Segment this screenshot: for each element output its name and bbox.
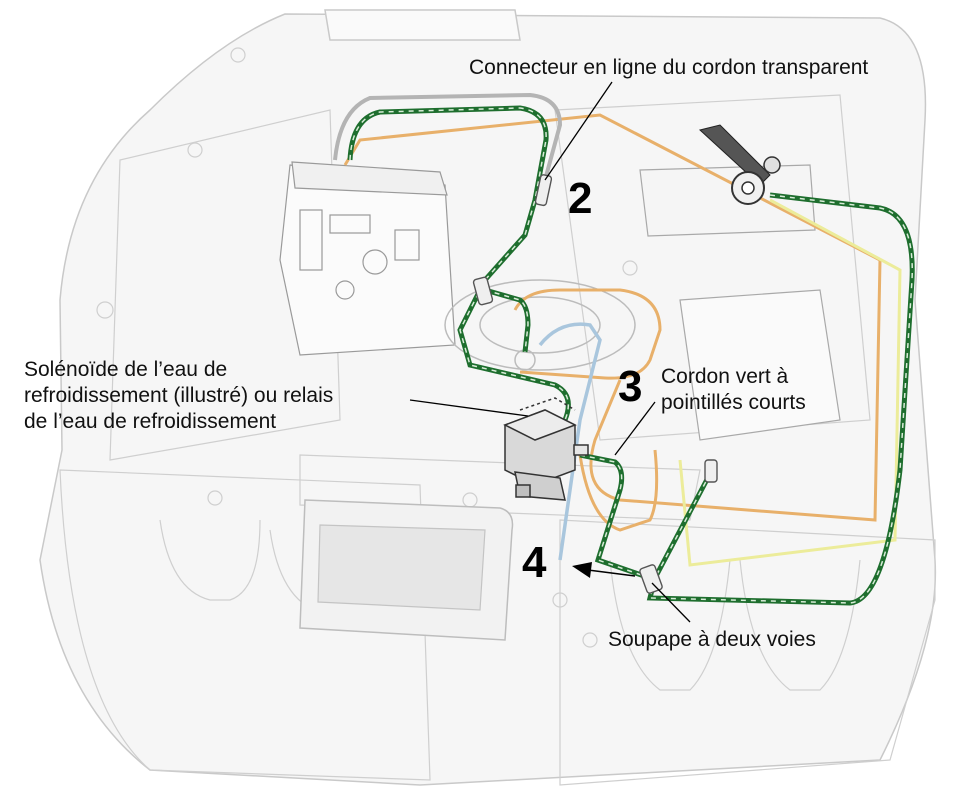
leader-lines (409, 81, 691, 623)
flow-meter (698, 124, 781, 205)
tee-fittings (472, 276, 718, 594)
valve-arrow (572, 562, 636, 578)
green-cord (347, 105, 915, 606)
solenoid-label-line2: refroidissement (illustré) ou relais (24, 384, 334, 407)
display-window (299, 499, 514, 641)
connector-label: Connecteur en ligne du cordon transparen… (469, 56, 869, 79)
step-number-3: 3 (618, 362, 643, 411)
green-cord-label-line2: pointillés courts (661, 391, 806, 414)
solenoid-label-line3: de l’eau de refroidissement (24, 410, 277, 433)
step-number-4: 4 (522, 538, 547, 587)
valve-label: Soupape à deux voies (608, 628, 816, 651)
blue-tube (538, 322, 602, 561)
inline-connector (534, 174, 553, 207)
yellow-tube (678, 198, 902, 567)
circuit-board (279, 161, 456, 356)
clear-tube (333, 92, 563, 181)
step-number-2: 2 (568, 174, 593, 223)
inner-panels (59, 47, 936, 786)
pump-block (639, 164, 841, 441)
solenoid-label-line1: Solénoïde de l’eau de (24, 358, 228, 381)
solenoid (503, 397, 589, 501)
green-cord-label-line1: Cordon vert à (661, 365, 789, 388)
